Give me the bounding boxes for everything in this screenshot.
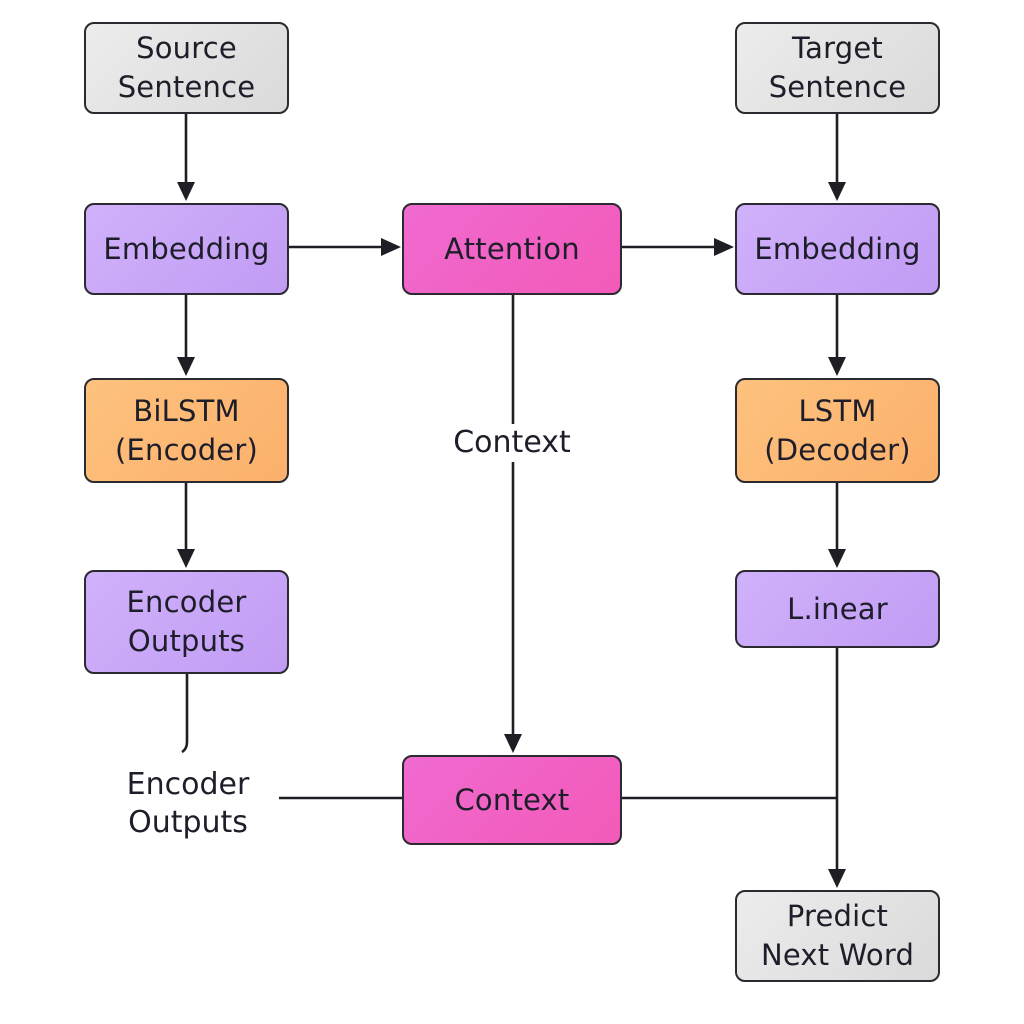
source-sentence-line-1: Source: [136, 31, 237, 65]
encoder-outputs-edge-line-1: Encoder: [126, 767, 250, 802]
arrowhead-embedding-right-top: [828, 182, 846, 201]
predict-line-2: Next Word: [760, 938, 915, 972]
source-sentence-line-2: Sentence: [117, 70, 256, 104]
arrowhead-predict: [828, 869, 846, 888]
context-edge-label: Context: [447, 424, 577, 462]
arrowhead-encoder-outputs: [177, 549, 195, 568]
encoder-outputs-line-2: Outputs: [127, 624, 246, 658]
linear-node: L.inear: [735, 570, 940, 648]
lstm-line-2: (Decoder): [764, 432, 911, 467]
target-sentence-node: Target Sentence: [735, 22, 940, 114]
target-sentence-line-1: Target: [792, 31, 883, 65]
encoder-outputs-line-1: Encoder: [126, 585, 247, 619]
attention-label: Attention: [444, 231, 580, 266]
arrowhead-context: [504, 734, 522, 753]
attention-node: Attention: [402, 203, 622, 295]
linear-label: L.inear: [787, 591, 888, 626]
arrowhead-embedding-left: [177, 182, 195, 201]
embedding-encoder-node: Embedding: [84, 203, 289, 295]
arrowhead-lstm: [828, 357, 846, 376]
lstm-decoder-node: LSTM (Decoder): [735, 378, 940, 483]
arrowhead-linear: [828, 549, 846, 568]
arrowhead-attention: [381, 238, 401, 256]
predict-next-word-node: Predict Next Word: [735, 890, 940, 982]
arrowhead-embedding-right: [714, 238, 734, 256]
encoder-outputs-edge-line-2: Outputs: [128, 805, 248, 840]
predict-line-1: Predict: [786, 899, 889, 933]
encoder-outputs-edge-label: Encoder Outputs: [108, 766, 268, 842]
bilstm-line-2: (Encoder): [115, 432, 258, 467]
edge-encoder-outputs-tail: [181, 674, 189, 754]
embedding-decoder-node: Embedding: [735, 203, 940, 295]
context-node-label: Context: [454, 782, 570, 817]
embedding-decoder-label: Embedding: [754, 231, 921, 266]
encoder-outputs-node: Encoder Outputs: [84, 570, 289, 674]
bilstm-encoder-node: BiLSTM (Encoder): [84, 378, 289, 483]
target-sentence-line-2: Sentence: [768, 70, 907, 104]
lstm-line-1: LSTM: [798, 393, 877, 428]
context-node: Context: [402, 755, 622, 845]
embedding-encoder-label: Embedding: [103, 231, 270, 266]
source-sentence-node: Source Sentence: [84, 22, 289, 114]
bilstm-line-1: BiLSTM: [133, 393, 240, 428]
arrowhead-bilstm: [177, 357, 195, 376]
